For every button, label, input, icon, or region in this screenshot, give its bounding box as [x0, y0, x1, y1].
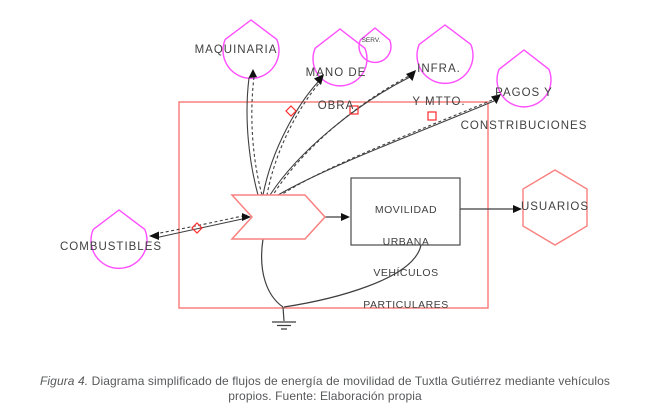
flow-combustibles-solid — [154, 217, 248, 239]
mano-de-obra-label: MANO DE OBRA — [306, 46, 367, 134]
ground-symbol — [272, 321, 296, 330]
flow-mano-dashed — [266, 79, 323, 196]
arrowhead-maquinaria — [248, 69, 257, 78]
mano-line2: OBRA — [317, 100, 355, 112]
arrowhead-into-interaction — [242, 213, 251, 221]
flow-maquinaria-solid — [246, 77, 259, 196]
serv-source-shape — [358, 27, 392, 64]
box-line3: VEHÍCULOS — [373, 267, 439, 279]
transaction-marker-pagos — [427, 111, 437, 121]
box-line4: PARTICULARES — [363, 298, 449, 311]
system-boundary-rect — [178, 101, 489, 309]
flow-combustibles-dashed — [154, 214, 248, 235]
figure-caption: Figura 4. Diagrama simplificado de flujo… — [23, 374, 627, 404]
flow-mano-solid — [262, 81, 319, 196]
flow-pagos-solid — [277, 100, 495, 196]
arrowhead-into-usuarios — [513, 205, 522, 213]
mano-de-obra-source-shape — [312, 28, 368, 87]
transaction-marker-combustibles — [191, 222, 203, 234]
figure-caption-number: Figura 4. — [39, 374, 89, 388]
transaction-marker-infra — [349, 105, 359, 115]
ground-stem — [282, 306, 285, 322]
pagos-line2: CONSTRIBUCIONES — [460, 120, 588, 132]
arrowhead-pagos — [491, 94, 501, 104]
flow-maquinaria-dashed — [251, 76, 263, 196]
combustibles-label: COMBUSTIBLES — [59, 241, 163, 253]
arrowhead-into-box — [341, 213, 350, 221]
infra-line1: INFRA. — [417, 63, 461, 75]
usuarios-hexagon — [522, 169, 588, 246]
pagos-source-shape — [496, 49, 552, 108]
arrowhead-combustibles — [149, 231, 159, 240]
arrowhead-infra — [406, 70, 416, 81]
process-box — [350, 177, 461, 246]
flow-box-to-ground — [283, 244, 422, 308]
infra-line2: Y MTTO. — [412, 96, 466, 108]
flow-infra-dashed — [272, 73, 414, 196]
flow-pagos-dashed — [280, 97, 498, 196]
serv-label: SERV. — [361, 37, 381, 44]
maquinaria-label: MAQUINARIA — [194, 44, 278, 56]
energy-flow-diagram — [90, 19, 588, 330]
maquinaria-source-shape — [222, 19, 280, 80]
flow-arrow-to-ground — [261, 238, 284, 308]
infra-mtto-source-shape — [416, 24, 474, 85]
mano-line1: MANO DE — [305, 67, 367, 79]
interaction-arrow-shape — [230, 194, 327, 240]
process-box-label: MOVILIDAD URBANA VEHÍCULOS PARTICULARES — [363, 184, 449, 331]
usuarios-label: USUARIOS — [520, 201, 590, 213]
pagos-label: PAGOS Y CONSTRIBUCIONES — [461, 66, 588, 154]
box-line2: URBANA — [382, 235, 430, 248]
pagos-line1: PAGOS Y — [495, 87, 553, 99]
figure-caption-text: Diagrama simplificado de flujos de energ… — [91, 374, 611, 403]
infra-mtto-label: INFRA. Y MTTO. — [412, 42, 465, 130]
arrowhead-mano — [314, 74, 324, 85]
combustibles-source-shape — [90, 209, 148, 270]
transaction-marker-mano — [285, 105, 297, 117]
box-line1: MOVILIDAD — [374, 204, 438, 216]
